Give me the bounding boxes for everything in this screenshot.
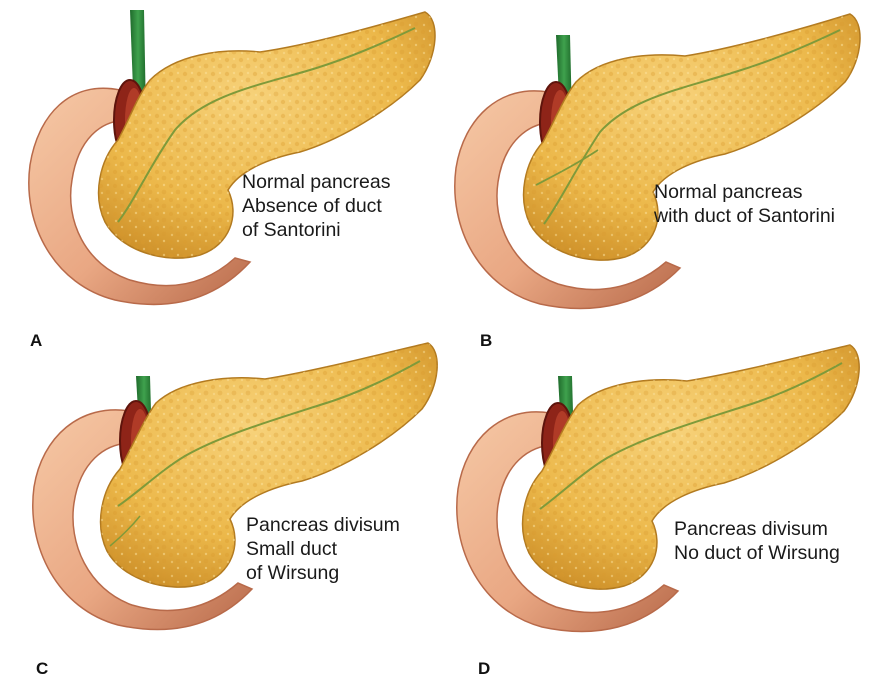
- panel-a: Normal pancreas Absence of duct of Santo…: [0, 0, 440, 341]
- panel-letter: D: [478, 659, 490, 679]
- panel-letter: C: [36, 659, 48, 679]
- caption: Pancreas divisum Small duct of Wirsung: [246, 513, 400, 585]
- pancreas-illustration: [440, 341, 880, 682]
- caption: Normal pancreas with duct of Santorini: [654, 180, 835, 228]
- panel-c: Pancreas divisum Small duct of Wirsung C: [0, 341, 440, 682]
- pancreas-illustration: [440, 0, 880, 341]
- panel-d: Pancreas divisum No duct of Wirsung D: [440, 341, 880, 682]
- caption: Normal pancreas Absence of duct of Santo…: [242, 170, 390, 242]
- panel-b: Normal pancreas with duct of Santorini B: [440, 0, 880, 341]
- pancreas-illustration: [0, 341, 440, 682]
- caption: Pancreas divisum No duct of Wirsung: [674, 517, 840, 565]
